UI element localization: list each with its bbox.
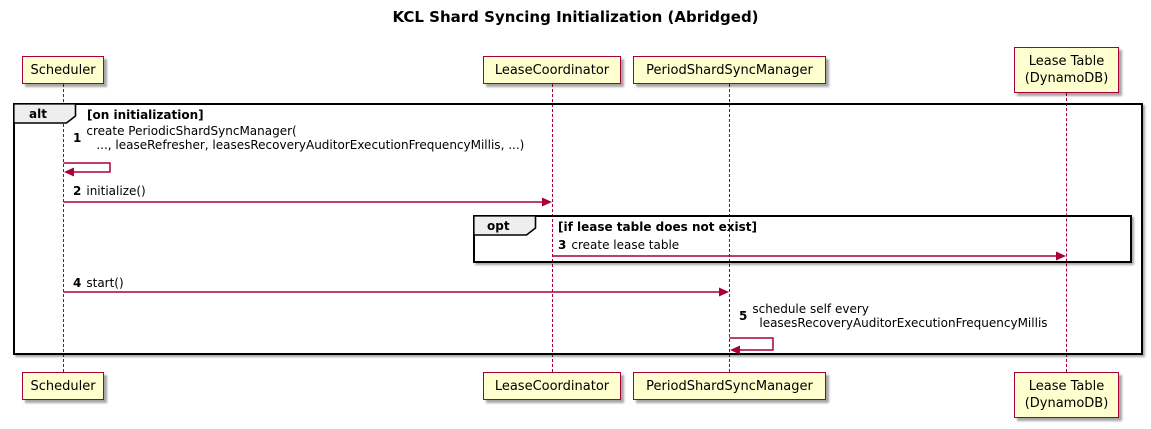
lifeline-period-shard-sync-manager xyxy=(729,84,730,372)
message-4-number: 4 xyxy=(73,276,82,290)
participant-label: Scheduler xyxy=(30,62,96,78)
participant-label: Lease Table xyxy=(1028,379,1105,394)
message-5-number: 5 xyxy=(739,309,748,323)
participant-label-line2: (DynamoDB) xyxy=(1024,396,1109,411)
lifeline-scheduler xyxy=(63,84,64,372)
message-1-text-line2: ..., leaseRefresher, leasesRecoveryAudit… xyxy=(96,138,525,152)
participant-label: LeaseCoordinator xyxy=(494,378,610,394)
participant-lease-coordinator-bottom: LeaseCoordinator xyxy=(483,372,621,400)
participant-period-shard-sync-manager-top: PeriodShardSyncManager xyxy=(633,56,826,84)
participant-label: Scheduler xyxy=(30,378,96,394)
participant-label: PeriodShardSyncManager xyxy=(646,378,813,394)
message-1-label: 1 create PeriodicShardSyncManager( ..., … xyxy=(73,124,524,152)
participant-lease-coordinator-top: LeaseCoordinator xyxy=(483,56,621,84)
participant-label-line2: (DynamoDB) xyxy=(1024,71,1109,86)
opt-operator-label: opt xyxy=(487,219,510,233)
participant-label: Lease Table xyxy=(1028,54,1105,69)
alt-frame: alt [on initialization] xyxy=(13,103,1143,355)
opt-frame: opt [if lease table does not exist] xyxy=(473,215,1132,263)
message-3-label: 3 create lease table xyxy=(558,238,679,252)
message-2-text: initialize() xyxy=(86,184,146,198)
message-4-label: 4 start() xyxy=(73,276,124,290)
message-1-text-line1: create PeriodicShardSyncManager( xyxy=(86,124,297,138)
lifeline-lease-table xyxy=(1066,93,1067,372)
message-3-number: 3 xyxy=(558,238,567,252)
lifeline-lease-coordinator xyxy=(552,84,553,372)
participant-scheduler-top: Scheduler xyxy=(22,56,104,84)
alt-operator-pentagon: alt xyxy=(13,103,77,124)
participant-label: LeaseCoordinator xyxy=(494,62,610,78)
opt-condition-label: [if lease table does not exist] xyxy=(558,220,758,234)
opt-operator-pentagon: opt xyxy=(473,215,537,236)
participant-lease-table-bottom: Lease Table (DynamoDB) xyxy=(1014,372,1119,418)
participant-period-shard-sync-manager-bottom: PeriodShardSyncManager xyxy=(633,372,826,400)
participant-lease-table-top: Lease Table (DynamoDB) xyxy=(1014,47,1119,93)
message-2-label: 2 initialize() xyxy=(73,184,146,198)
alt-operator-label: alt xyxy=(29,107,47,121)
message-2-number: 2 xyxy=(73,184,82,198)
diagram-title: KCL Shard Syncing Initialization (Abridg… xyxy=(392,8,759,26)
message-1-number: 1 xyxy=(73,131,82,145)
alt-condition-label: [on initialization] xyxy=(87,108,204,122)
message-4-text: start() xyxy=(86,276,124,290)
message-5-text-line2: leasesRecoveryAuditorExecutionFrequencyM… xyxy=(759,316,1048,330)
message-3-text: create lease table xyxy=(571,238,680,252)
participant-label: PeriodShardSyncManager xyxy=(646,62,813,78)
message-5-label: 5 schedule self every leasesRecoveryAudi… xyxy=(739,302,1048,330)
message-5-text-line1: schedule self every xyxy=(752,302,869,316)
participant-scheduler-bottom: Scheduler xyxy=(22,372,104,400)
